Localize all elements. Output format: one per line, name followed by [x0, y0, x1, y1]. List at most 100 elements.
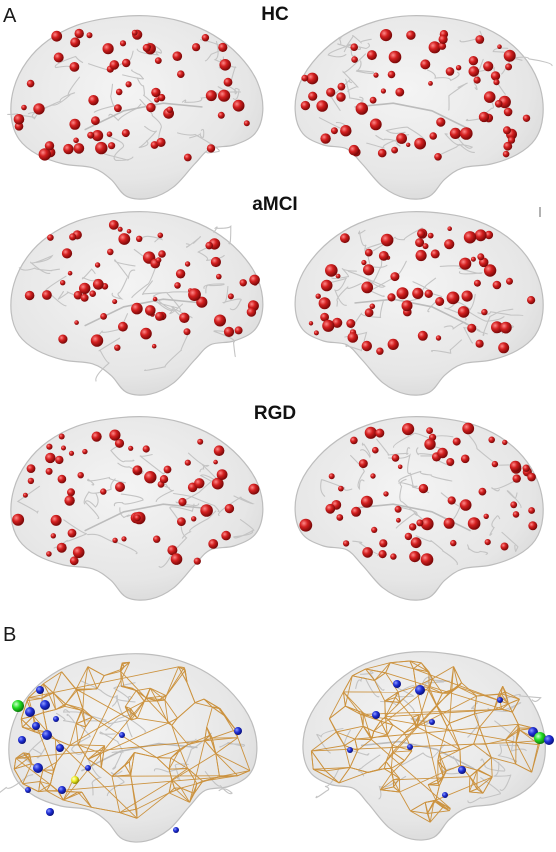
- red-node: [94, 262, 101, 268]
- red-node: [483, 61, 494, 72]
- network-edge: [469, 769, 479, 778]
- network-edge: [442, 770, 447, 778]
- red-node: [95, 141, 108, 155]
- network-edge: [164, 695, 167, 701]
- network-edge: [385, 708, 502, 718]
- red-node: [363, 264, 375, 276]
- network-edge: [485, 744, 492, 758]
- red-node: [63, 143, 74, 155]
- red-node: [497, 44, 502, 49]
- network-edge: [435, 785, 440, 801]
- red-node: [188, 288, 201, 301]
- network-edge: [146, 697, 158, 702]
- red-node: [371, 526, 378, 534]
- network-edge: [329, 718, 345, 746]
- network-edge: [500, 693, 520, 700]
- network-edge: [22, 715, 34, 728]
- red-node: [210, 256, 221, 268]
- sulcus-line: [426, 69, 460, 82]
- network-edge: [75, 666, 89, 690]
- red-node: [493, 79, 500, 86]
- network-edge: [508, 698, 520, 705]
- red-node: [80, 293, 89, 302]
- network-edge: [156, 700, 169, 724]
- red-node: [184, 261, 191, 267]
- network-edge: [171, 717, 178, 726]
- network-edge: [469, 776, 478, 790]
- network-edge: [101, 767, 113, 777]
- red-node: [325, 503, 336, 514]
- network-edge: [385, 686, 417, 718]
- red-node: [505, 63, 513, 71]
- red-node: [201, 34, 210, 42]
- sulcus-line: [62, 709, 107, 721]
- sulcus-line: [480, 753, 506, 772]
- red-node: [346, 319, 356, 328]
- red-node: [205, 90, 217, 102]
- sulcus-line: [400, 743, 446, 766]
- red-node: [503, 107, 513, 117]
- network-edge: [474, 709, 495, 715]
- red-node: [239, 279, 247, 287]
- network-edge: [371, 734, 388, 739]
- red-node: [142, 445, 150, 453]
- network-edge: [438, 776, 444, 786]
- network-edge: [75, 688, 132, 721]
- network-edge: [392, 751, 405, 761]
- network-edge: [189, 740, 206, 803]
- red-node: [490, 71, 501, 81]
- network-edge: [65, 688, 77, 705]
- red-node: [460, 454, 470, 464]
- network-edge: [167, 722, 173, 726]
- sulcus-line: [489, 515, 501, 536]
- red-node: [128, 445, 134, 451]
- yellow-hub-node: [71, 776, 79, 784]
- red-node: [499, 321, 512, 334]
- red-node: [409, 551, 421, 563]
- red-node: [370, 473, 376, 479]
- sulcus-line: [331, 267, 357, 280]
- red-node: [467, 517, 481, 530]
- red-node: [415, 238, 425, 248]
- network-edge: [130, 708, 132, 720]
- red-node: [410, 537, 422, 549]
- red-node: [208, 539, 219, 549]
- sulcus-line: [440, 492, 462, 522]
- red-node: [223, 326, 235, 337]
- red-node: [470, 256, 476, 262]
- red-node: [340, 125, 352, 137]
- sulcus-line: [375, 134, 401, 147]
- sulcus-line: [221, 285, 242, 311]
- red-node: [213, 445, 225, 457]
- network-edge: [13, 768, 24, 784]
- red-node: [430, 249, 440, 259]
- red-node: [483, 264, 497, 277]
- brain-amci-right-view: [294, 211, 544, 396]
- red-node: [106, 131, 113, 137]
- blue-hub-node: [25, 707, 35, 717]
- blue-hub-node: [42, 730, 52, 740]
- sulcus-line: [448, 82, 468, 111]
- network-edge: [22, 752, 29, 759]
- sulcus-line: [358, 754, 381, 777]
- brain-amci-left-view: [10, 211, 264, 396]
- red-node: [338, 485, 344, 492]
- red-node: [194, 478, 205, 489]
- network-edge: [23, 752, 30, 755]
- network-edge: [48, 693, 57, 710]
- sulcus-line: [399, 478, 424, 521]
- red-node: [350, 43, 359, 51]
- sulcus-line: [393, 432, 454, 448]
- network-edge: [354, 738, 359, 751]
- sulcus-line: [144, 332, 189, 372]
- red-node: [422, 243, 429, 250]
- network-edge: [384, 700, 401, 703]
- network-edge: [119, 753, 217, 813]
- red-node: [484, 230, 494, 240]
- network-edge: [501, 708, 513, 713]
- network-edge: [438, 726, 448, 754]
- red-node: [336, 92, 346, 102]
- sulcus-line: [30, 254, 54, 274]
- red-node: [159, 475, 169, 484]
- red-node: [387, 70, 396, 79]
